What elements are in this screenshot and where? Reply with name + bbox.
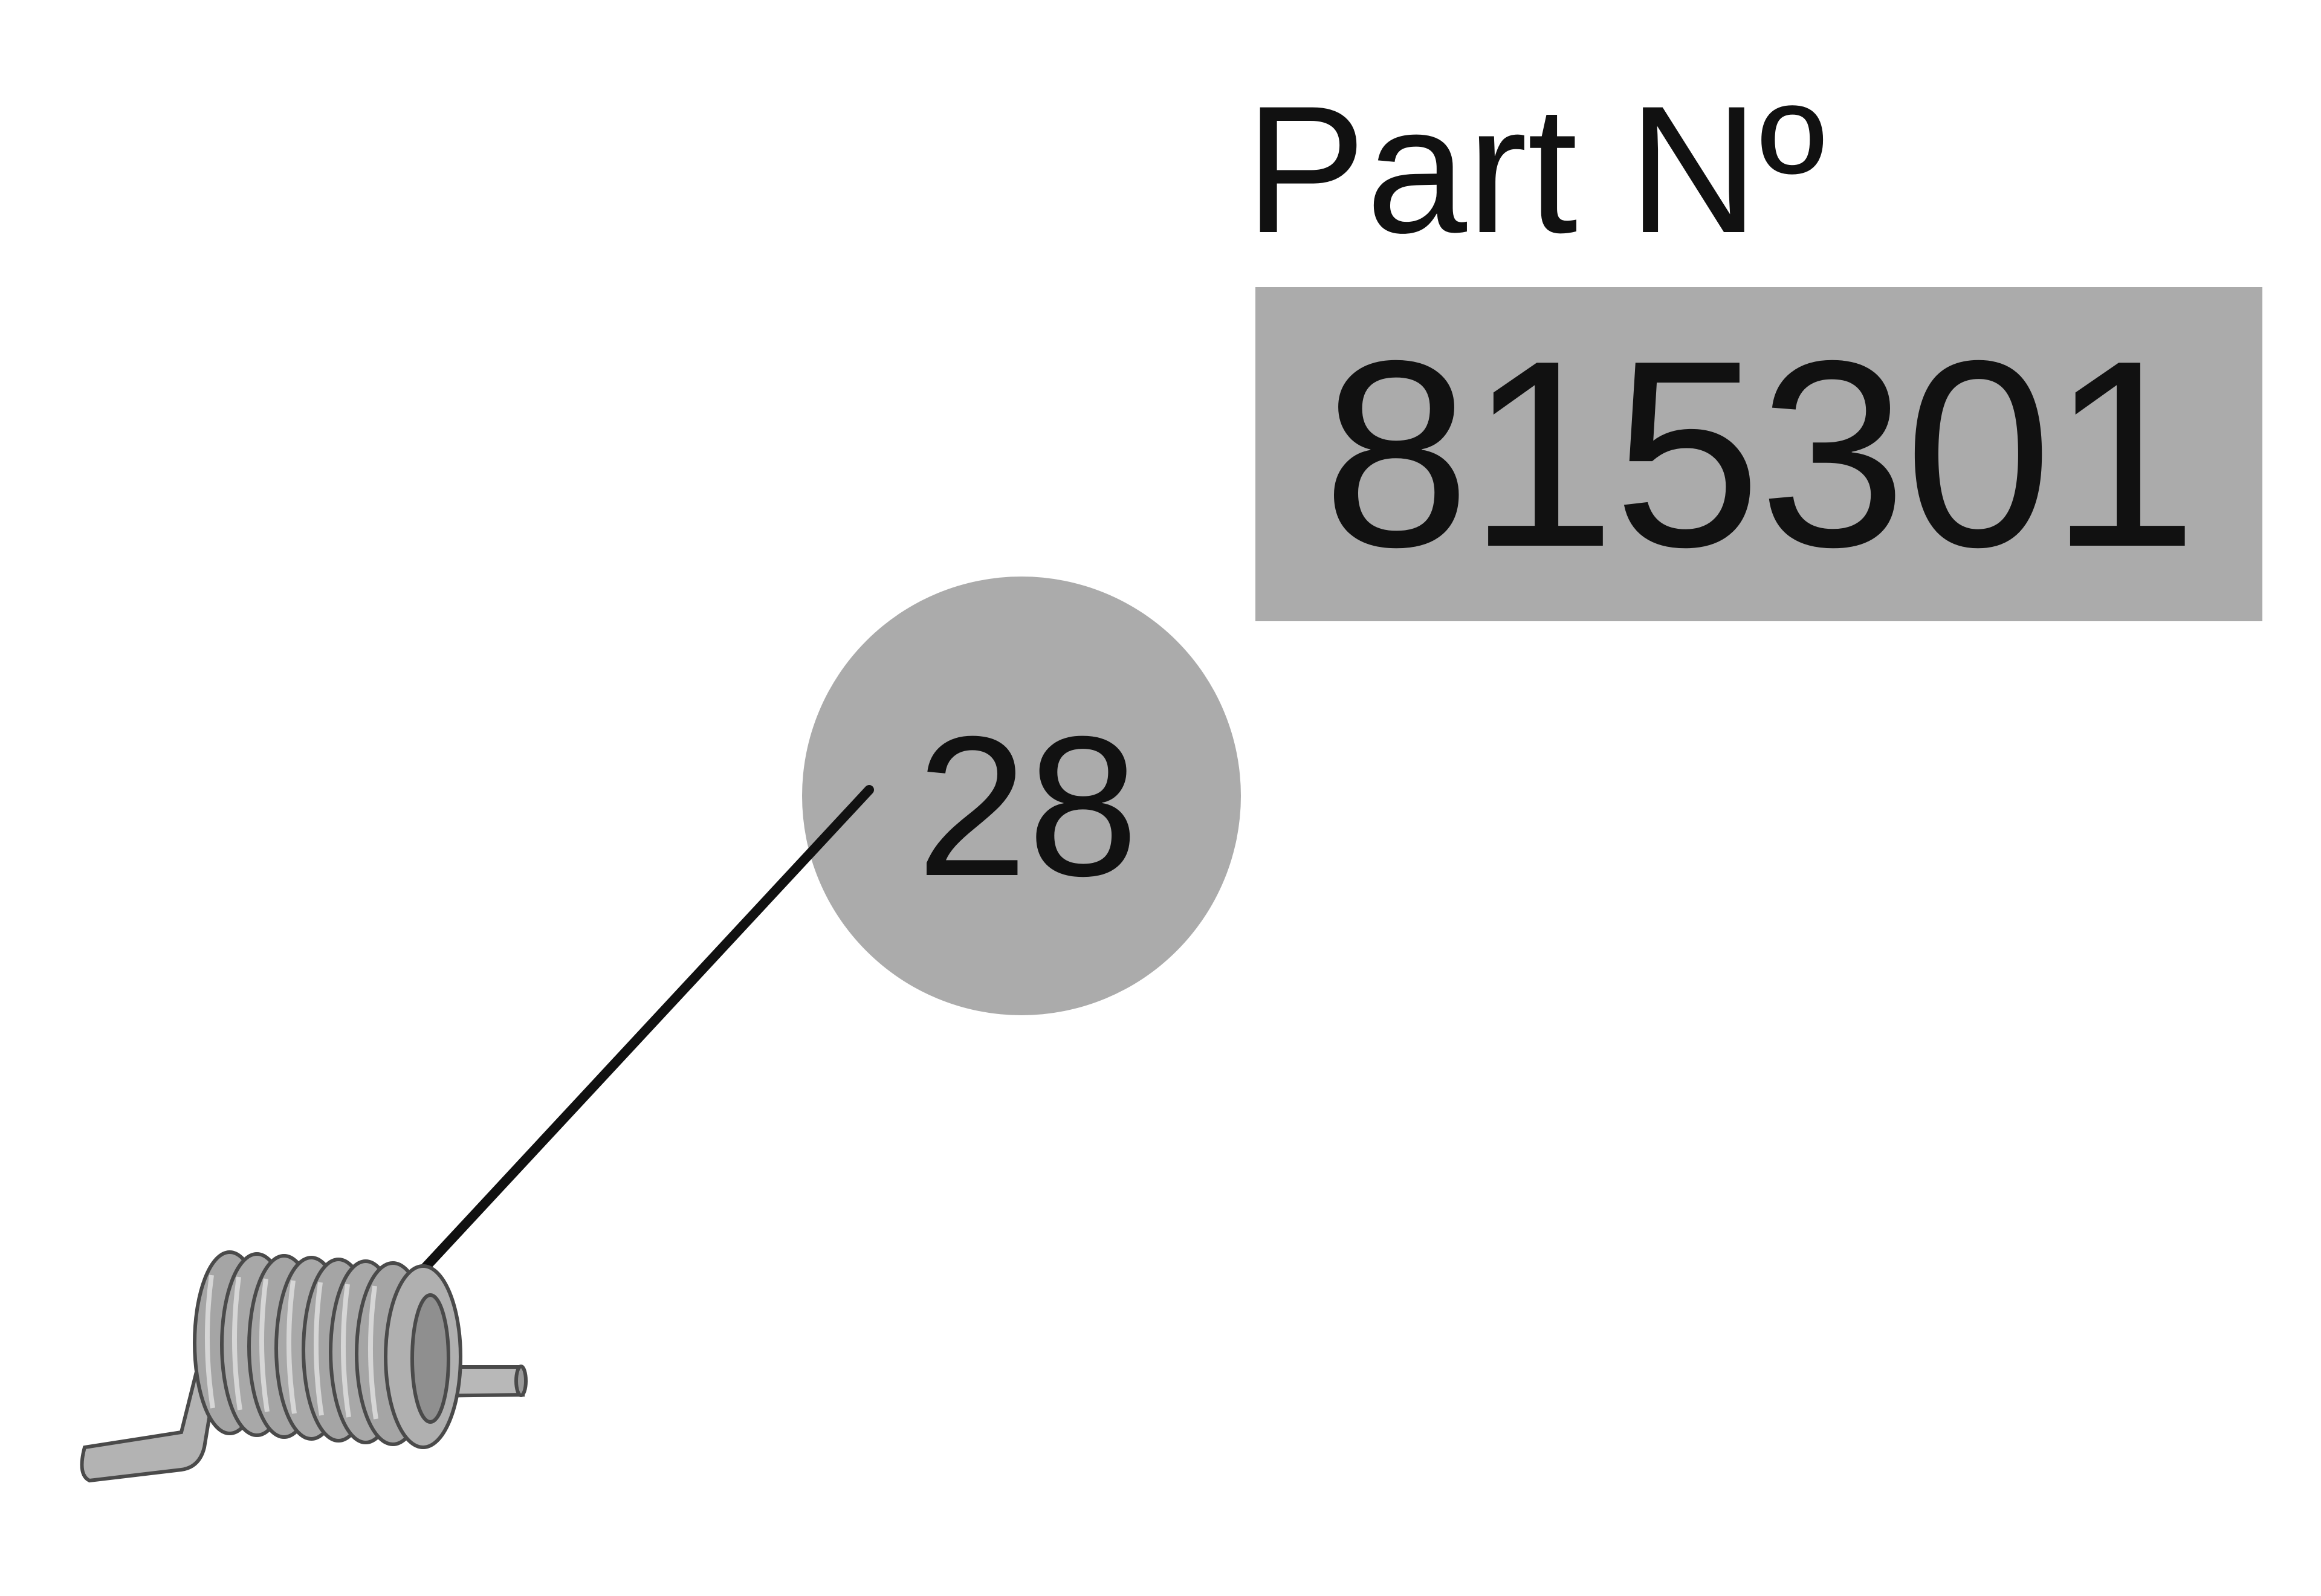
part-number-value: 815301: [1322, 305, 2198, 603]
callout-number: 28: [916, 694, 1138, 917]
callout-circle: [802, 577, 1241, 1015]
leader-line: [388, 785, 874, 1307]
torsion-spring-icon: [80, 1250, 528, 1483]
part-number-label: Part Nº: [1245, 68, 1825, 271]
part-number-box: 815301: [1255, 287, 2262, 621]
